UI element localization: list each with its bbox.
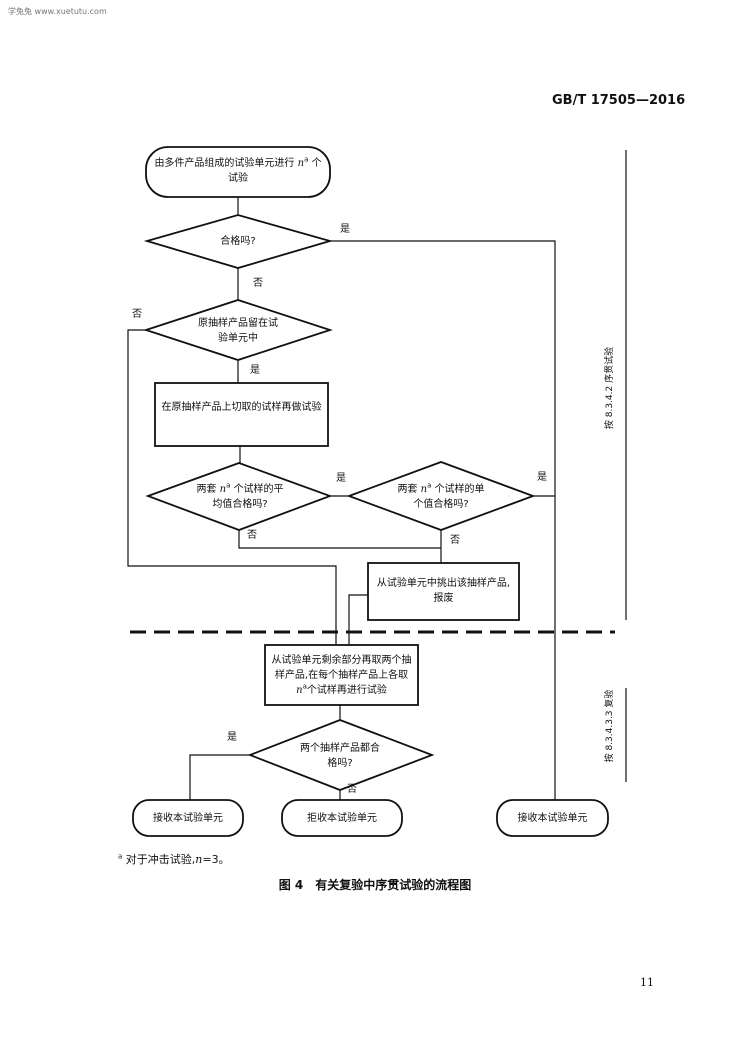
label-q1-no: 否 xyxy=(253,278,263,289)
label-q2-yes: 是 xyxy=(250,365,260,376)
standard-code: GB/T 17505—2016 xyxy=(552,93,686,108)
label-q3-yes: 是 xyxy=(336,473,346,484)
discard-text: 从试验单元中挑出该抽样产品, 报废 xyxy=(368,576,519,606)
var-n: n xyxy=(195,853,203,866)
var-n: n xyxy=(297,158,305,169)
q3-line2: 均值合格吗? xyxy=(212,499,268,510)
q4-post: 个试样的单 xyxy=(434,484,485,495)
connector-discard xyxy=(348,594,368,645)
discard-line1: 从试验单元中挑出该抽样产品, xyxy=(376,578,511,589)
resample-box xyxy=(264,644,419,706)
accept-right-text: 接收本试验单元 xyxy=(517,813,588,824)
resample-line3: 个试样再进行试验 xyxy=(306,685,387,696)
footnote: a 对于冲击试验,n=3。 xyxy=(118,851,230,867)
footnote-ref: a xyxy=(302,682,307,691)
label-q3-no: 否 xyxy=(247,530,257,541)
q3-pre: 两套 xyxy=(196,484,217,495)
footnote-eq: =3。 xyxy=(202,853,230,866)
q2-line1: 原抽样产品留在试 xyxy=(198,318,278,329)
var-n: n xyxy=(420,484,428,495)
q1-text: 合格吗? xyxy=(220,236,256,247)
q2-text: 原抽样产品留在试 验单元中 xyxy=(178,316,298,346)
start-text: 由多件产品组成的试验单元进行 na 个 试验 xyxy=(150,156,326,186)
label-q1-yes: 是 xyxy=(340,224,350,235)
q5-line2: 格吗? xyxy=(327,758,353,769)
side-label-upper: 按 8.3.4.2 序贯试验 xyxy=(605,346,615,430)
resample-text: 从试验单元剩余部分再取两个抽 样产品,在每个抽样产品上各取 na个试样再进行试验 xyxy=(265,653,418,698)
figure-caption: 图 4 有关复验中序贯试验的流程图 xyxy=(278,878,472,892)
connector-q1-yes xyxy=(330,240,556,800)
start-text-post: 个 xyxy=(311,158,322,169)
connector-q2-no xyxy=(127,329,337,645)
q4-text: 两套 na 个试样的单 个值合格吗? xyxy=(376,482,506,512)
discard-box xyxy=(367,562,520,621)
label-q5-yes: 是 xyxy=(227,732,237,743)
footnote-mark: a xyxy=(118,852,123,861)
decision-q2 xyxy=(143,299,333,361)
discard-line2: 报废 xyxy=(433,593,454,604)
accept-right-box xyxy=(496,799,609,837)
accept-left-box xyxy=(132,799,244,837)
q5-text: 两个抽样产品都合 格吗? xyxy=(288,741,392,771)
footnote-ref: a xyxy=(427,481,432,490)
label-q4-no: 否 xyxy=(450,535,460,546)
label-q2-no: 否 xyxy=(132,309,142,320)
reject-box xyxy=(281,799,403,837)
q5-line1: 两个抽样产品都合 xyxy=(300,743,380,754)
label-q5-no: 否 xyxy=(347,784,357,795)
connector-q5-yes xyxy=(189,754,250,800)
var-n: n xyxy=(219,484,227,495)
decision-q5 xyxy=(247,719,435,791)
page-number: 11 xyxy=(640,976,654,989)
retest-text: 在原抽样产品上切取的试样再做试验 xyxy=(161,402,322,413)
start-text-line2: 试验 xyxy=(228,173,248,184)
footnote-ref: a xyxy=(226,481,231,490)
side-label-lower: 按 8.3.4.3.3 复验 xyxy=(605,689,615,763)
reject-text: 拒收本试验单元 xyxy=(307,813,377,824)
watermark: 学兔兔 www.xuetutu.com xyxy=(8,7,107,16)
footnote-text: 对于冲击试验, xyxy=(125,853,196,866)
retest-box xyxy=(154,382,329,447)
resample-line2: 样产品,在每个抽样产品上各取 xyxy=(274,670,409,681)
var-n: n xyxy=(296,685,303,696)
label-q4-yes: 是 xyxy=(537,472,547,483)
q4-line2: 个值合格吗? xyxy=(413,499,469,510)
resample-line1: 从试验单元剩余部分再取两个抽 xyxy=(271,655,412,666)
q2-line2: 验单元中 xyxy=(218,333,258,344)
q3-text: 两套 na 个试样的平 均值合格吗? xyxy=(174,482,306,512)
connector-q3-no xyxy=(238,530,441,549)
footnote-ref: a xyxy=(304,155,309,164)
q3-post: 个试样的平 xyxy=(233,484,284,495)
start-text-pre: 由多件产品组成的试验单元进行 xyxy=(154,158,295,169)
accept-left-text: 接收本试验单元 xyxy=(153,813,223,824)
q4-pre: 两套 xyxy=(397,484,418,495)
